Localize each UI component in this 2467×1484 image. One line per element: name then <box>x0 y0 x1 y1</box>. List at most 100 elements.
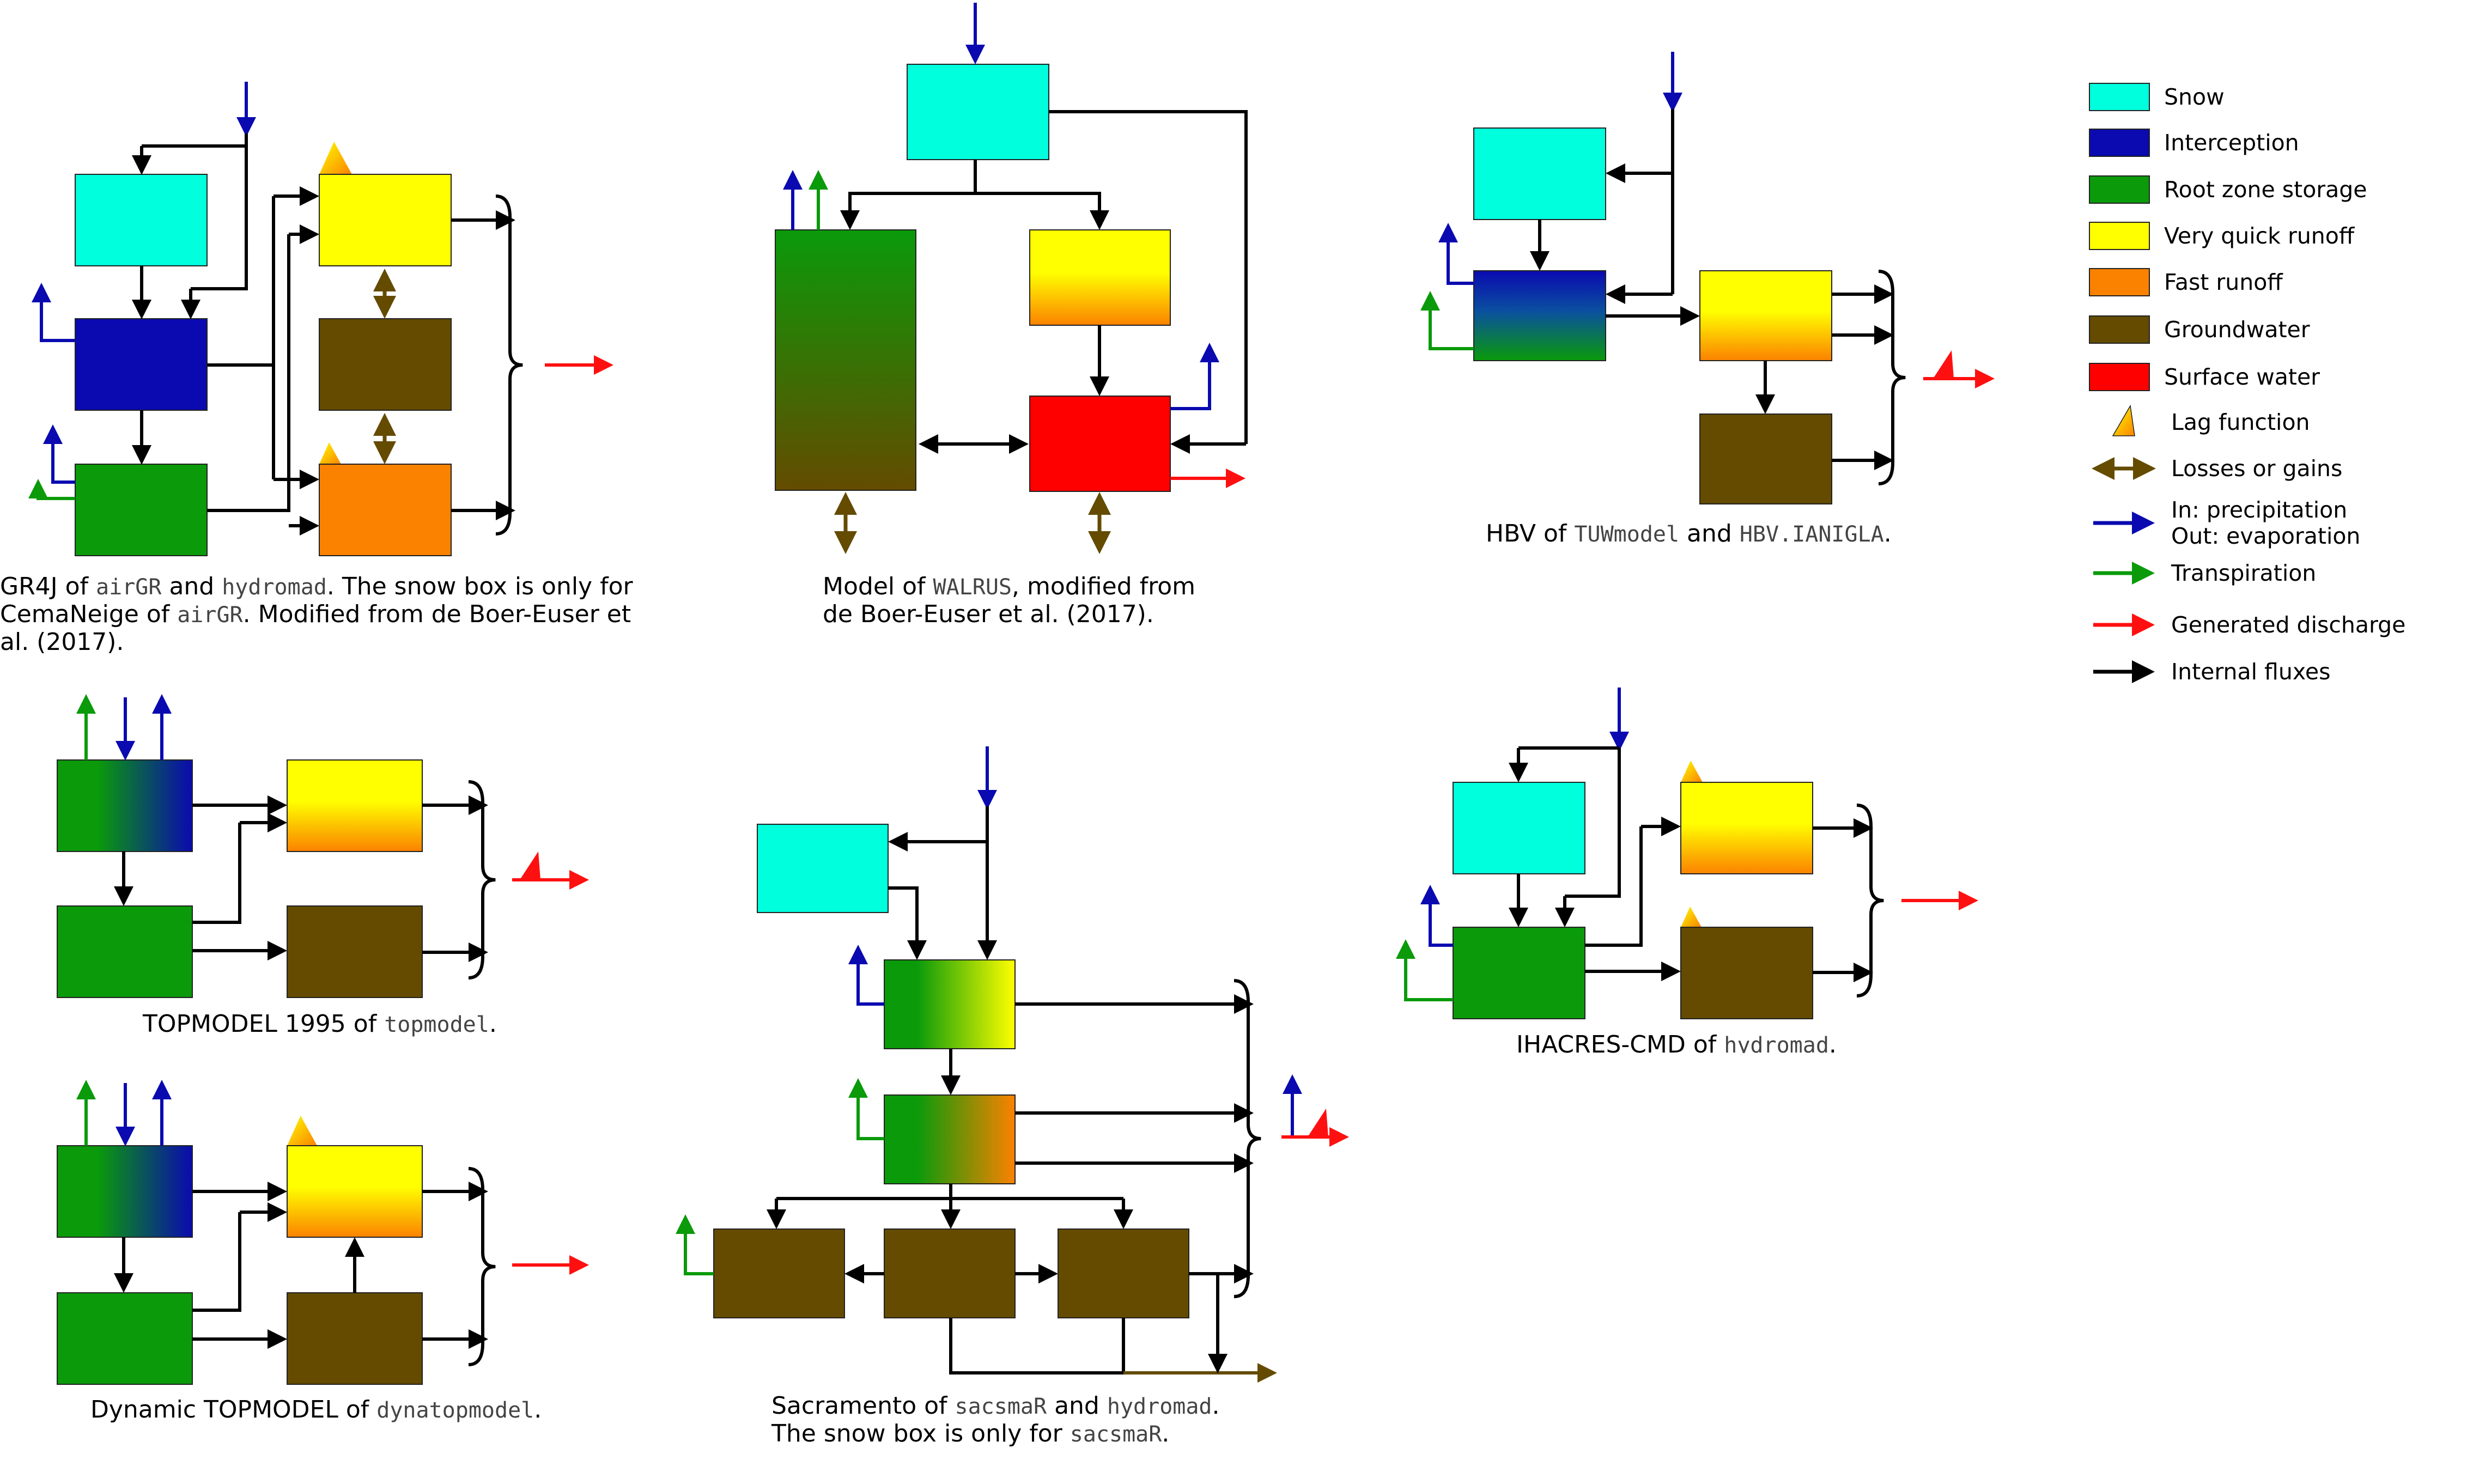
ihacres-root-line <box>1585 826 1643 947</box>
gr4j-ground-box <box>319 318 452 411</box>
topmodel-vquick-box <box>287 759 423 852</box>
gr4j-vquick-box <box>319 174 452 266</box>
gr4j-transp-arrow <box>28 479 75 500</box>
ihacres-root-box <box>1453 927 1585 1019</box>
caption-hbv: HBV of TUWmodel and HBV.IANIGLA. <box>1486 520 1892 548</box>
legend-groundwater-label: Groundwater <box>2164 317 2310 343</box>
legend-losses-or-gains-label: Losses or gains <box>2171 455 2343 482</box>
topmodel-root-box <box>57 905 193 998</box>
ihacres-lag-ground <box>1681 907 1702 927</box>
legend-snow-swatch <box>2089 83 2150 111</box>
legend-surface-water-swatch <box>2089 363 2150 391</box>
walrus-snow-bypass <box>1049 110 1248 444</box>
dynatop-vquick-box <box>287 1145 423 1238</box>
storage-boxes <box>57 64 1954 1385</box>
caption-dynatop: Dynamic TOPMODEL of dynatopmodel. <box>90 1396 542 1424</box>
gr4j-root-out-line <box>207 234 290 512</box>
dynatop-brace <box>468 1167 496 1366</box>
topmodel-brace <box>468 780 496 980</box>
legend-surface-water-label: Surface water <box>2164 364 2320 390</box>
legend-generated-discharge-label: Generated discharge <box>2171 612 2406 638</box>
caption-gr4j: GR4J of airGR and hydromad. The snow box… <box>0 573 633 656</box>
flux-arrows <box>28 3 1995 1383</box>
hbv-evap <box>1438 223 1474 285</box>
topmodel-ground-box <box>287 905 423 998</box>
gr4j-evap-arrow <box>32 283 75 342</box>
sac-mid-box <box>884 1094 1016 1184</box>
legend-lag-function-label: Lag function <box>2171 409 2310 435</box>
walrus-root-box <box>775 229 916 491</box>
hbv-snow-box <box>1473 127 1606 220</box>
sac-snow-to-upper <box>888 886 927 960</box>
legend-very-quick-runoff-label: Very quick runoff <box>2164 223 2355 249</box>
sac-bottom-line <box>949 1318 1125 1374</box>
dynatop-root-line <box>192 1212 241 1312</box>
legend-transpiration-label: Transpiration <box>2171 560 2317 586</box>
topmodel-lag <box>520 852 540 880</box>
legend-interception-swatch <box>2089 129 2150 157</box>
sac-upper-box <box>884 959 1016 1049</box>
gr4j-brace <box>495 194 523 536</box>
ihacres-transp <box>1396 939 1453 1001</box>
gr4j-evap2-arrow <box>43 424 75 484</box>
sac-transp <box>848 1078 884 1140</box>
sac-gw3-box <box>1058 1228 1189 1318</box>
ihacres-ground-box <box>1680 927 1813 1019</box>
caption-topmodel: TOPMODEL 1995 of topmodel. <box>143 1010 497 1038</box>
hbv-interception-box <box>1473 270 1606 361</box>
sac-evap <box>848 945 884 1006</box>
caption-sacramento: Sacramento of sacsmaR and hydromad. The … <box>771 1392 1220 1447</box>
sac-gw2-box <box>884 1228 1016 1318</box>
topmodel-root-line <box>192 823 241 924</box>
sac-lag <box>1308 1109 1328 1137</box>
sac-brace <box>1234 979 1261 1298</box>
legend <box>2089 83 2156 683</box>
ihacres-bypass-line <box>1565 748 1621 898</box>
legend-root-zone-storage-label: Root zone storage <box>2164 177 2367 203</box>
caption-walrus: Model of WALRUS, modified from de Boer-E… <box>823 573 1196 628</box>
gr4j-bypass-line <box>191 146 248 290</box>
sac-gw1-box <box>713 1228 845 1318</box>
legend-internal-fluxes-label: Internal fluxes <box>2171 659 2331 685</box>
ihacres-vquick-box <box>1680 782 1813 874</box>
gr4j-fast-box <box>319 464 452 556</box>
dynatop-root-box <box>57 1292 193 1385</box>
walrus-to-root <box>840 192 975 230</box>
walrus-surface-evap <box>1170 343 1219 410</box>
walrus-surface-box <box>1029 396 1171 492</box>
gr4j-interception-box <box>75 318 208 411</box>
gr4j-to-snow-line <box>142 133 248 148</box>
walrus-vquick-box <box>1029 229 1171 326</box>
dynatop-ground-box <box>287 1292 423 1385</box>
ihacres-brace <box>1856 804 1884 998</box>
gr4j-snow-box <box>75 174 208 266</box>
legend-fast-runoff-swatch <box>2089 268 2150 296</box>
legend-snow-label: Snow <box>2164 84 2225 110</box>
legend-root-zone-storage-swatch <box>2089 175 2150 204</box>
gr4j-root-box <box>75 464 208 556</box>
dynatop-lag <box>287 1116 317 1146</box>
hbv-vquick-box <box>1699 270 1832 361</box>
legend-interception-label: Interception <box>2164 130 2299 156</box>
hbv-transp <box>1420 291 1474 350</box>
legend-very-quick-runoff-swatch <box>2089 222 2150 250</box>
hbv-lag <box>1933 350 1954 379</box>
ihacres-snow-box <box>1453 782 1585 874</box>
hbv-brace <box>1878 270 1906 485</box>
sac-gw1-transp <box>676 1214 714 1275</box>
hbv-ground-box <box>1699 413 1832 504</box>
walrus-snow-box <box>907 64 1049 160</box>
dynatop-interception-box <box>57 1145 193 1238</box>
ihacres-evap <box>1420 885 1453 947</box>
legend-fast-runoff-label: Fast runoff <box>2164 269 2283 295</box>
sac-snow-box <box>757 824 889 913</box>
caption-ihacres: IHACRES-CMD of hydromad. <box>1516 1031 1837 1053</box>
legend-groundwater-swatch <box>2089 315 2150 344</box>
topmodel-interception-box <box>57 759 193 852</box>
gr4j-lag-fast <box>319 442 341 464</box>
walrus-to-vquick <box>975 192 1109 230</box>
gr4j-lag-vquick <box>319 142 352 174</box>
